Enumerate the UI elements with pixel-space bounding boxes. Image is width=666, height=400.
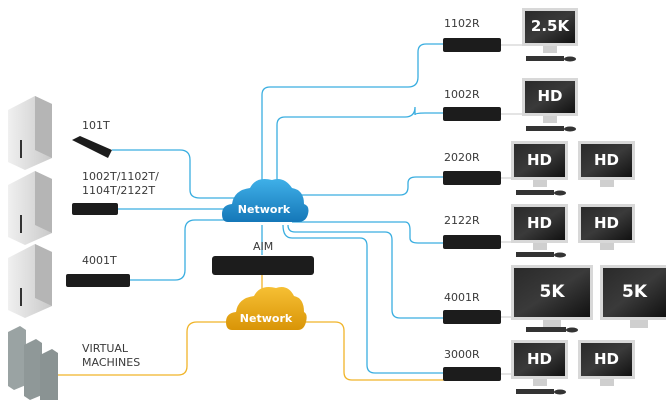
device-1002r xyxy=(443,107,501,121)
monitor-label-2122r-2: HD xyxy=(593,214,619,232)
label-4001t: 4001T xyxy=(82,254,117,267)
device-2122r xyxy=(443,235,501,249)
monitor-label-4001r-2: 5K xyxy=(621,282,647,302)
receiver-devices xyxy=(443,38,501,381)
monitor-label-1002r-1: HD xyxy=(537,87,563,105)
label-vm-line1: VIRTUAL xyxy=(82,342,129,355)
monitor-2122r-2 xyxy=(578,204,635,250)
label-101t: 101T xyxy=(82,119,110,132)
line-1002r xyxy=(276,106,445,195)
device-1102r xyxy=(443,38,501,52)
monitor-label-3000r-1: HD xyxy=(526,350,552,368)
network-label-secondary: Network xyxy=(239,312,293,325)
aim-device xyxy=(212,256,314,275)
monitor-1002r-1 xyxy=(522,78,578,132)
label-3000r: 3000R xyxy=(444,348,480,361)
monitors xyxy=(511,8,666,395)
line-yellow-3000r xyxy=(295,321,445,381)
label-2122r: 2122R xyxy=(444,214,480,227)
device-2020r xyxy=(443,171,501,185)
line-3000r xyxy=(282,224,445,374)
monitor-label-1102r-1: 2.5K xyxy=(530,17,570,35)
pc-3 xyxy=(8,244,52,318)
monitor-2020r-2 xyxy=(578,141,635,187)
monitor-2020r-1 xyxy=(511,141,568,196)
label-1102r: 1102R xyxy=(444,17,480,30)
network-cloud-primary xyxy=(222,179,309,222)
monitor-3000r-1 xyxy=(511,340,568,395)
monitor-label-2020r-2: HD xyxy=(593,151,619,169)
line-1102r xyxy=(261,43,445,190)
monitor-4001r-1 xyxy=(511,265,593,333)
monitor-2122r-1 xyxy=(511,204,568,258)
device-101t xyxy=(72,136,112,158)
virtual-machines-servers xyxy=(8,326,58,400)
blue-connections xyxy=(112,43,445,374)
label-aim: AIM xyxy=(253,240,274,253)
line-4001r xyxy=(287,224,445,319)
line-4001t xyxy=(130,219,240,281)
network-label-primary: Network xyxy=(237,203,291,216)
device-4001r xyxy=(443,310,501,324)
monitor-label-3000r-2: HD xyxy=(593,350,619,368)
pc-2 xyxy=(8,171,52,245)
line-2020r xyxy=(295,176,445,196)
line-101t xyxy=(112,149,240,199)
device-1002t xyxy=(72,203,118,215)
network-cloud-secondary xyxy=(226,287,307,330)
label-vm-line2: MACHINES xyxy=(82,356,141,369)
monitor-4001r-2 xyxy=(600,265,666,328)
label-1002r: 1002R xyxy=(444,88,480,101)
line-2122r xyxy=(292,221,445,244)
device-3000r xyxy=(443,367,501,381)
monitor-3000r-2 xyxy=(578,340,635,386)
monitor-label-2122r-1: HD xyxy=(526,214,552,232)
label-4001r: 4001R xyxy=(444,291,480,304)
pc-1 xyxy=(8,96,52,170)
line-vm xyxy=(55,321,235,376)
monitor-label-4001r-1: 5K xyxy=(539,282,565,302)
monitor-1102r-1 xyxy=(522,8,578,62)
label-1002t-line2: 1104T/2122T xyxy=(82,184,156,197)
monitor-label-2020r-1: HD xyxy=(526,151,552,169)
label-1002t-line1: 1002T/1102T/ xyxy=(82,170,159,183)
label-2020r: 2020R xyxy=(444,151,480,164)
device-4001t xyxy=(66,274,130,287)
